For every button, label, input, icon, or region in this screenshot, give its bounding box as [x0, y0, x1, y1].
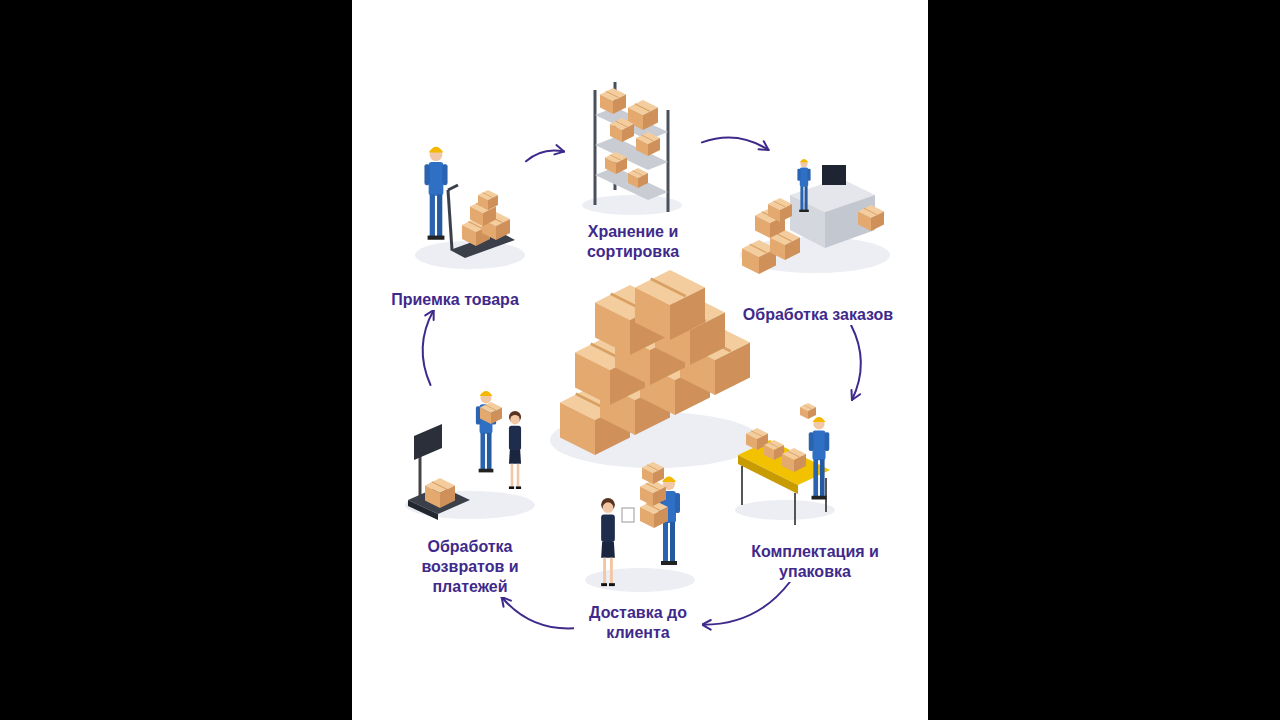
stage-node: Обработка заказов [736, 150, 901, 325]
stage-label: Обработка возвратов и платежей [391, 537, 549, 597]
delivery-scene [585, 462, 695, 592]
flow-arrow [423, 310, 434, 385]
stage-label: Приемка товара [388, 290, 522, 310]
flow-arrow [526, 145, 564, 161]
flow-arrow [702, 137, 769, 150]
stage-node: Приемка товара [384, 135, 526, 310]
returns-scene [405, 391, 535, 520]
flow-arrow [502, 597, 574, 629]
box-pile [550, 270, 760, 468]
stage-label: Комплектация и упаковка [731, 542, 899, 582]
order-desk [740, 159, 890, 274]
stage-node: Доставка до клиента [574, 460, 702, 643]
receiving-illustration [415, 147, 525, 269]
stage-label: Доставка до клиента [574, 603, 702, 643]
flow-arrow [851, 325, 861, 400]
stage-node: Обработка возвратов и платежей [391, 385, 549, 597]
stage-node: Комплектация и упаковка [731, 400, 899, 582]
stage-label: Хранение и сортировка [564, 222, 702, 262]
packing-conveyor [735, 403, 835, 525]
flow-arrow [702, 582, 790, 630]
stage-label: Обработка заказов [740, 305, 896, 325]
stage-node: Хранение и сортировка [564, 78, 702, 262]
storage-shelf [582, 82, 682, 215]
